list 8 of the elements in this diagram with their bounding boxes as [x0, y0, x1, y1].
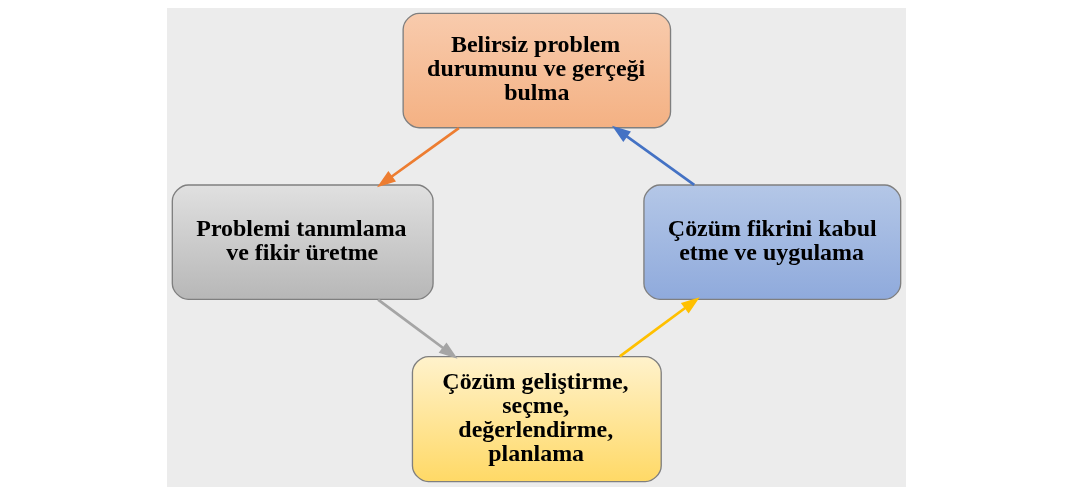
arrow	[618, 297, 700, 358]
node-box: Problemi tanımlama ve fikir üretme	[171, 184, 434, 301]
node-box: Çözüm geliştirme, seçme, değerlendirme, planlama	[411, 355, 662, 483]
arrow	[376, 298, 458, 359]
arrow	[611, 125, 695, 186]
node-box: Çözüm fikrini kabul etme ve uygulama	[642, 184, 901, 301]
node-box: Belirsiz problem durumunu ve gerçeği bulma	[401, 12, 671, 129]
arrow	[376, 127, 460, 188]
